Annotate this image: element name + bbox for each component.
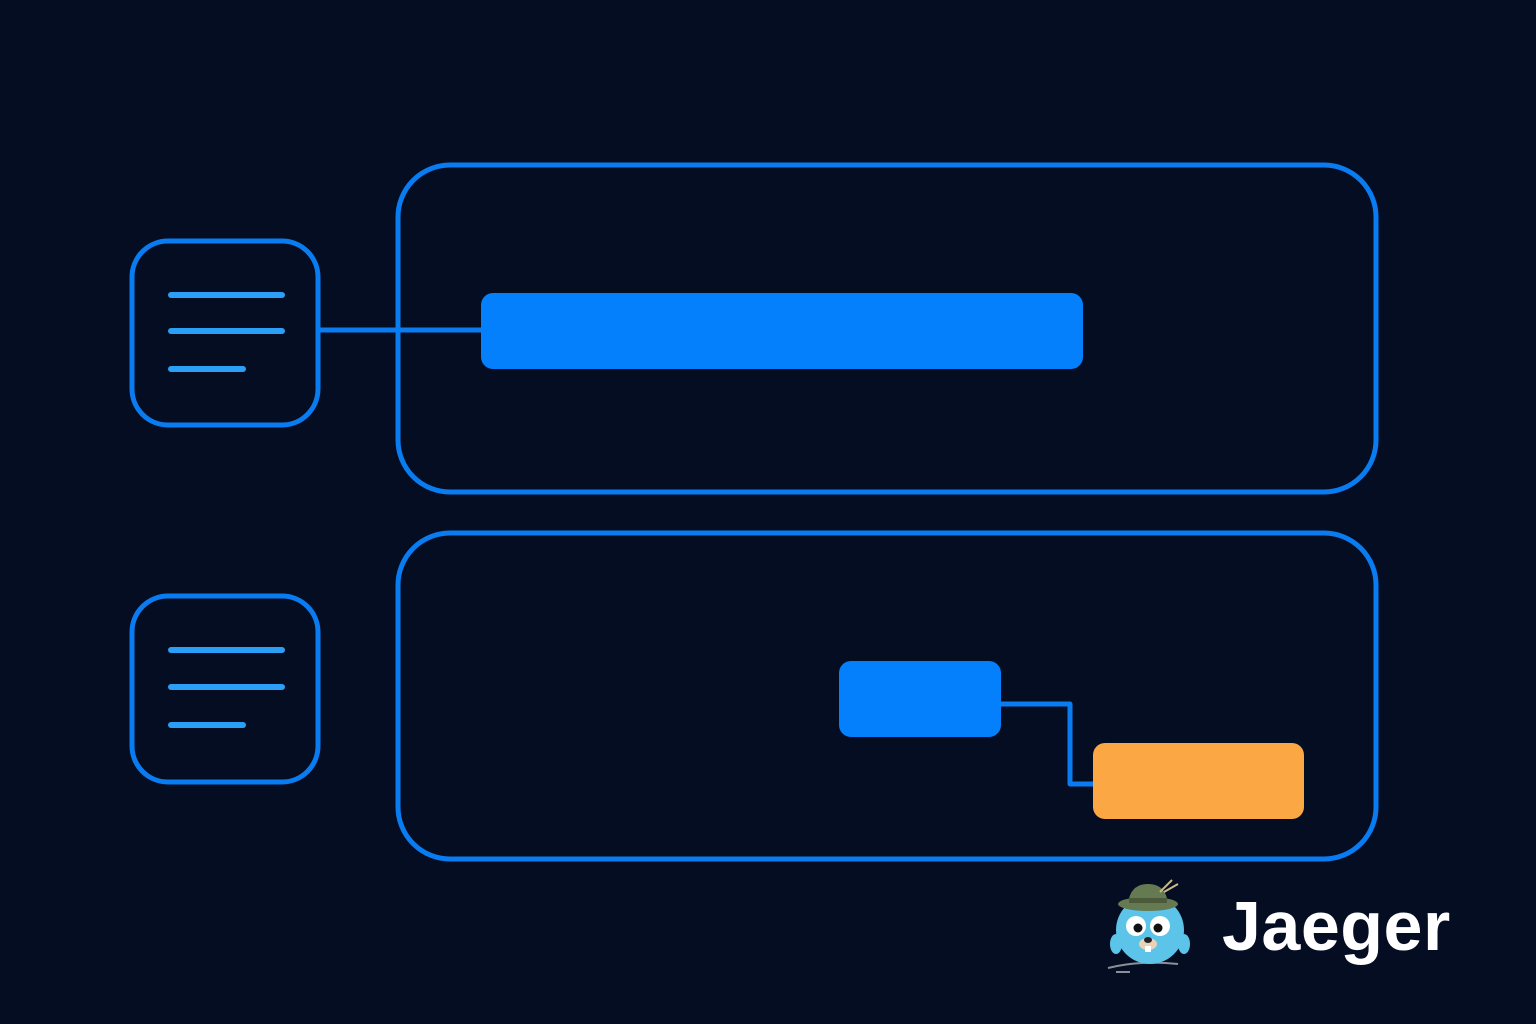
span-bar-root[interactable] (481, 293, 1083, 369)
log-document-icon-top (129, 238, 321, 428)
jaeger-brand-name: Jaeger (1222, 887, 1451, 965)
connector-parent-to-child-span (1000, 701, 1096, 787)
trace-panel-bottom (395, 530, 1379, 862)
span-bar-parent[interactable] (839, 661, 1001, 737)
jaeger-gopher-mascot-icon (1107, 879, 1190, 973)
span-bar-child-highlighted[interactable] (1093, 743, 1304, 819)
log-document-icon-bottom (129, 593, 321, 785)
